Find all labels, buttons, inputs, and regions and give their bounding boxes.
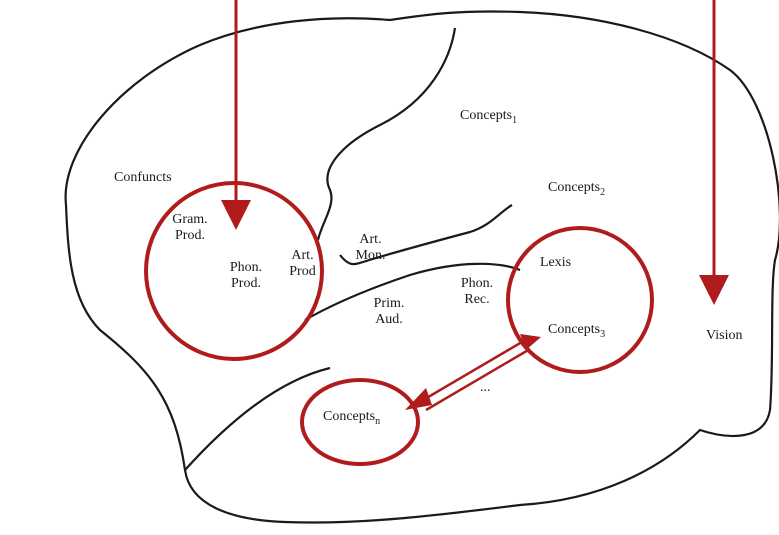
- label-ellipsis: ...: [480, 380, 491, 396]
- label-concepts-1: Concepts1: [460, 108, 517, 124]
- label-phon-rec: Phon. Rec.: [452, 276, 502, 308]
- label-phon-prod: Phon. Prod.: [216, 260, 276, 292]
- label-concepts-n: Conceptsn: [323, 409, 380, 425]
- label-art-prod: Art. Prod: [280, 248, 325, 280]
- label-art-mon: Art. Mon.: [348, 232, 393, 264]
- central-sulcus: [318, 28, 455, 240]
- label-concepts-3: Concepts3: [548, 322, 605, 338]
- label-prim-aud: Prim. Aud.: [364, 296, 414, 328]
- label-confuncts: Confuncts: [114, 170, 172, 186]
- label-vision: Vision: [706, 328, 743, 344]
- label-lexis: Lexis: [540, 255, 571, 271]
- label-gram-prod: Gram. Prod.: [160, 212, 220, 244]
- label-concepts-2: Concepts2: [548, 180, 605, 196]
- temporal-lower-boundary: [185, 368, 330, 470]
- brain-outline: [66, 11, 779, 522]
- double-arrow: [405, 334, 541, 410]
